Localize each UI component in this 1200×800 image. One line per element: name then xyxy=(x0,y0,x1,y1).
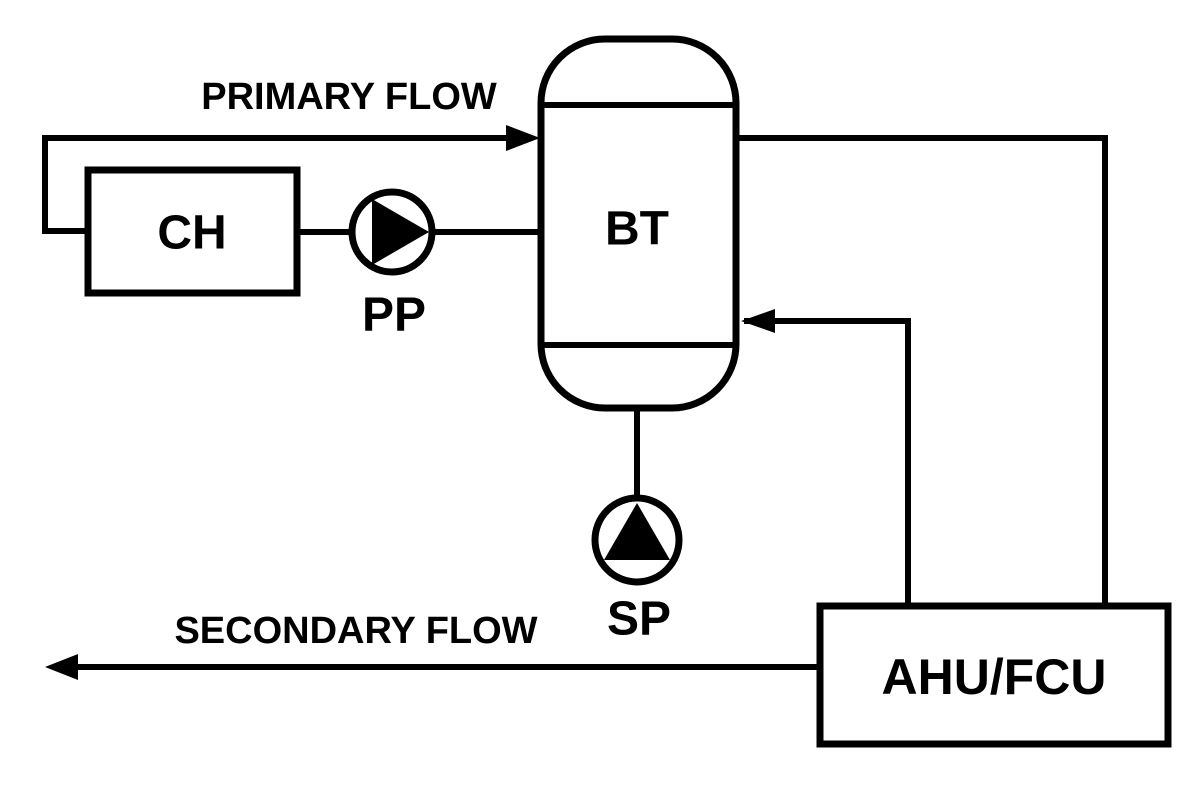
return-flow-arrowhead-icon xyxy=(741,309,775,333)
buffer-tank-vessel xyxy=(537,35,740,412)
tank-supply-to-ahu-pipe xyxy=(736,135,1108,606)
secondary-flow-caption: SECONDARY FLOW xyxy=(174,610,537,652)
primary-supply-pipe xyxy=(42,135,506,234)
buffer-tank-label: BT xyxy=(605,203,669,256)
secondary-flow-arrowhead-icon xyxy=(45,654,78,680)
chiller-label: CH xyxy=(157,207,226,260)
primary-flow-caption: PRIMARY FLOW xyxy=(201,76,497,118)
chiller-box xyxy=(84,166,301,297)
secondary-pump-label: SP xyxy=(607,593,671,646)
air-handler-box xyxy=(816,602,1172,748)
primary-pump-impeller-triangle xyxy=(372,199,429,265)
secondary-pump-icon xyxy=(591,494,683,586)
ahu-return-to-tank-pipe xyxy=(744,318,911,606)
primary-pump-label: PP xyxy=(362,289,426,342)
primary-pump-icon xyxy=(348,188,436,276)
air-handler-label: AHU/FCU xyxy=(882,649,1107,705)
primary-flow-arrowhead-icon xyxy=(506,125,540,151)
secondary-pump-impeller-triangle xyxy=(604,503,670,560)
buffer-tank-icon xyxy=(537,35,740,412)
